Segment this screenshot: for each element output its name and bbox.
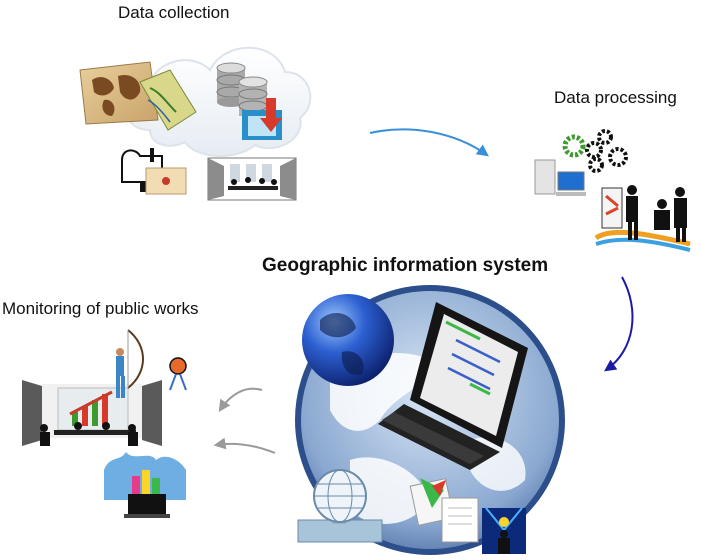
world-map-icon <box>79 61 159 125</box>
gis-illustration <box>295 285 565 555</box>
archer-icon <box>116 329 144 398</box>
target-icon <box>169 357 187 391</box>
mailbox-icon <box>121 148 187 195</box>
arrow-collection-to-processing <box>369 128 489 157</box>
data-collection-illustration <box>79 46 312 201</box>
gears-icon <box>562 129 628 173</box>
blue-globe-icon <box>302 294 394 386</box>
presentation-screen-icon <box>22 380 162 446</box>
documents-icon <box>409 478 479 543</box>
wireframe-globe-icon <box>297 469 383 543</box>
arrow-gis-to-monitoring-upper <box>218 387 263 412</box>
stage-label-data-collection: Data collection <box>118 3 230 22</box>
computer-icon <box>534 159 586 196</box>
analytics-laptop-icon <box>104 452 186 518</box>
diagram-title: Geographic information system <box>262 255 549 276</box>
monitoring-illustration <box>22 329 187 518</box>
topographic-map-icon <box>139 69 197 131</box>
laptop-icon <box>378 302 528 470</box>
idea-businessman-icon <box>482 507 526 554</box>
download-box-icon <box>242 98 282 140</box>
stage-label-data-processing: Data processing <box>554 88 677 107</box>
meeting-room-icon <box>207 157 297 201</box>
data-processing-illustration <box>534 129 691 252</box>
stage-label-monitoring: Monitoring of public works <box>2 299 199 318</box>
arrow-processing-to-gis <box>604 276 634 372</box>
presentation-team-icon <box>594 185 691 252</box>
arrow-gis-to-monitoring-lower <box>213 437 276 454</box>
